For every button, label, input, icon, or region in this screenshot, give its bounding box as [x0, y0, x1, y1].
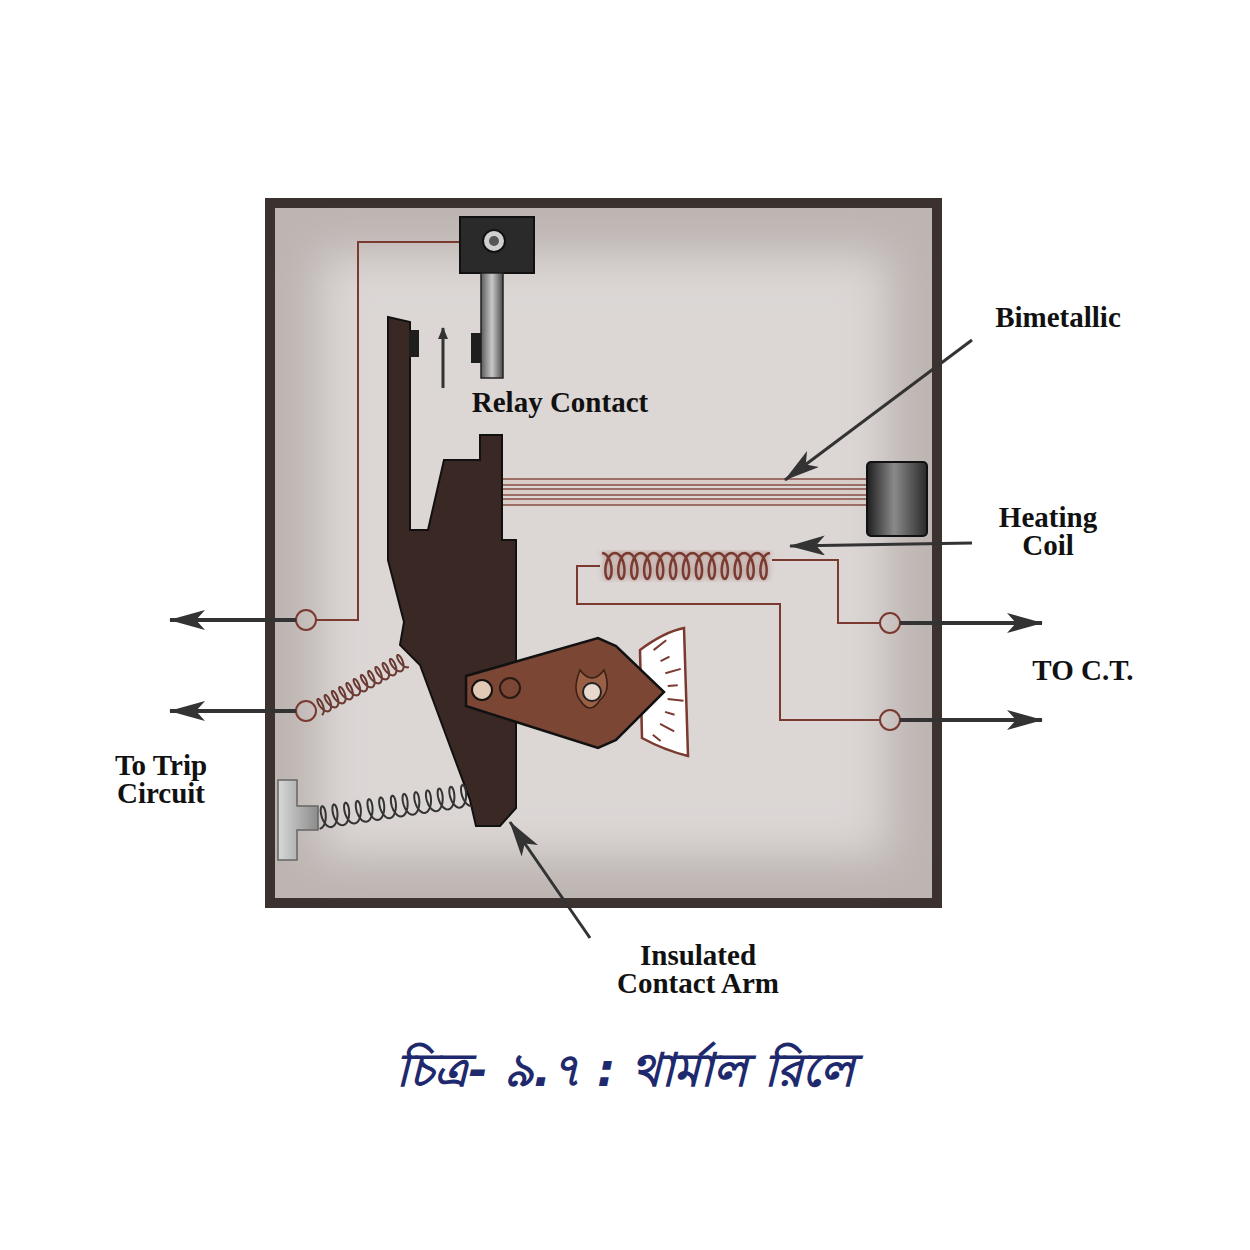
housing-ground	[275, 208, 932, 898]
housing-frame	[265, 198, 942, 908]
coil-wire	[772, 560, 880, 623]
coil	[602, 553, 770, 579]
scale-tick	[668, 699, 684, 701]
ct-arrow	[900, 621, 1042, 625]
housing	[265, 198, 942, 908]
scale-tick	[654, 640, 667, 650]
spring	[320, 785, 472, 829]
wing-nut	[576, 670, 607, 708]
scale-tick	[660, 724, 674, 732]
pointer	[466, 638, 664, 748]
coil-shadow	[602, 553, 770, 579]
strip-clamp	[867, 462, 927, 536]
terminal	[296, 701, 316, 721]
bimetallic-strip	[500, 462, 927, 536]
pivot	[472, 680, 492, 700]
terminal-label: TO C.T.	[1013, 656, 1153, 684]
part-label: Bimetallic	[958, 303, 1158, 331]
terminal	[880, 710, 900, 730]
motion-arrow	[442, 328, 445, 388]
springs	[278, 655, 472, 860]
scale-tick	[665, 712, 675, 715]
contact-block	[460, 217, 534, 273]
contact-tip	[471, 333, 481, 363]
screw	[489, 236, 499, 246]
scale-tick	[653, 735, 661, 741]
part-label: Heating Coil	[983, 503, 1113, 559]
part-label: Relay Contact	[440, 388, 680, 416]
contact-rod	[481, 273, 503, 378]
scale-tick	[661, 657, 670, 662]
heating-coil	[602, 553, 770, 579]
scale-tick	[665, 669, 680, 673]
bimetal-layer	[500, 489, 870, 495]
spring-bracket	[278, 780, 318, 860]
terminal	[880, 613, 900, 633]
part-label: Insulated Contact Arm	[593, 941, 803, 997]
bimetal-layer	[500, 499, 870, 505]
housing-ground-light	[320, 255, 887, 855]
screw	[483, 230, 505, 252]
terminal	[296, 610, 316, 630]
setting-dial	[466, 628, 688, 756]
spring	[317, 655, 409, 715]
bimetal-layer	[500, 479, 870, 485]
arm-contact-tip	[409, 330, 419, 357]
trip-arrow	[170, 709, 296, 713]
leader-line	[510, 822, 590, 938]
figure-caption: চিত্র- ৯.৭ : থার্মাল রিলে	[396, 1042, 853, 1098]
trip-arrow	[170, 618, 296, 622]
leader-lines	[510, 340, 972, 938]
terminal-label: To Trip Circuit	[95, 751, 227, 807]
pivot	[500, 678, 520, 698]
leader-line	[790, 543, 972, 546]
pivot	[583, 683, 601, 701]
scale-tick	[668, 684, 678, 687]
ct-arrow	[900, 718, 1042, 722]
leader-line	[785, 340, 972, 480]
fixed-relay-contact	[460, 217, 534, 378]
